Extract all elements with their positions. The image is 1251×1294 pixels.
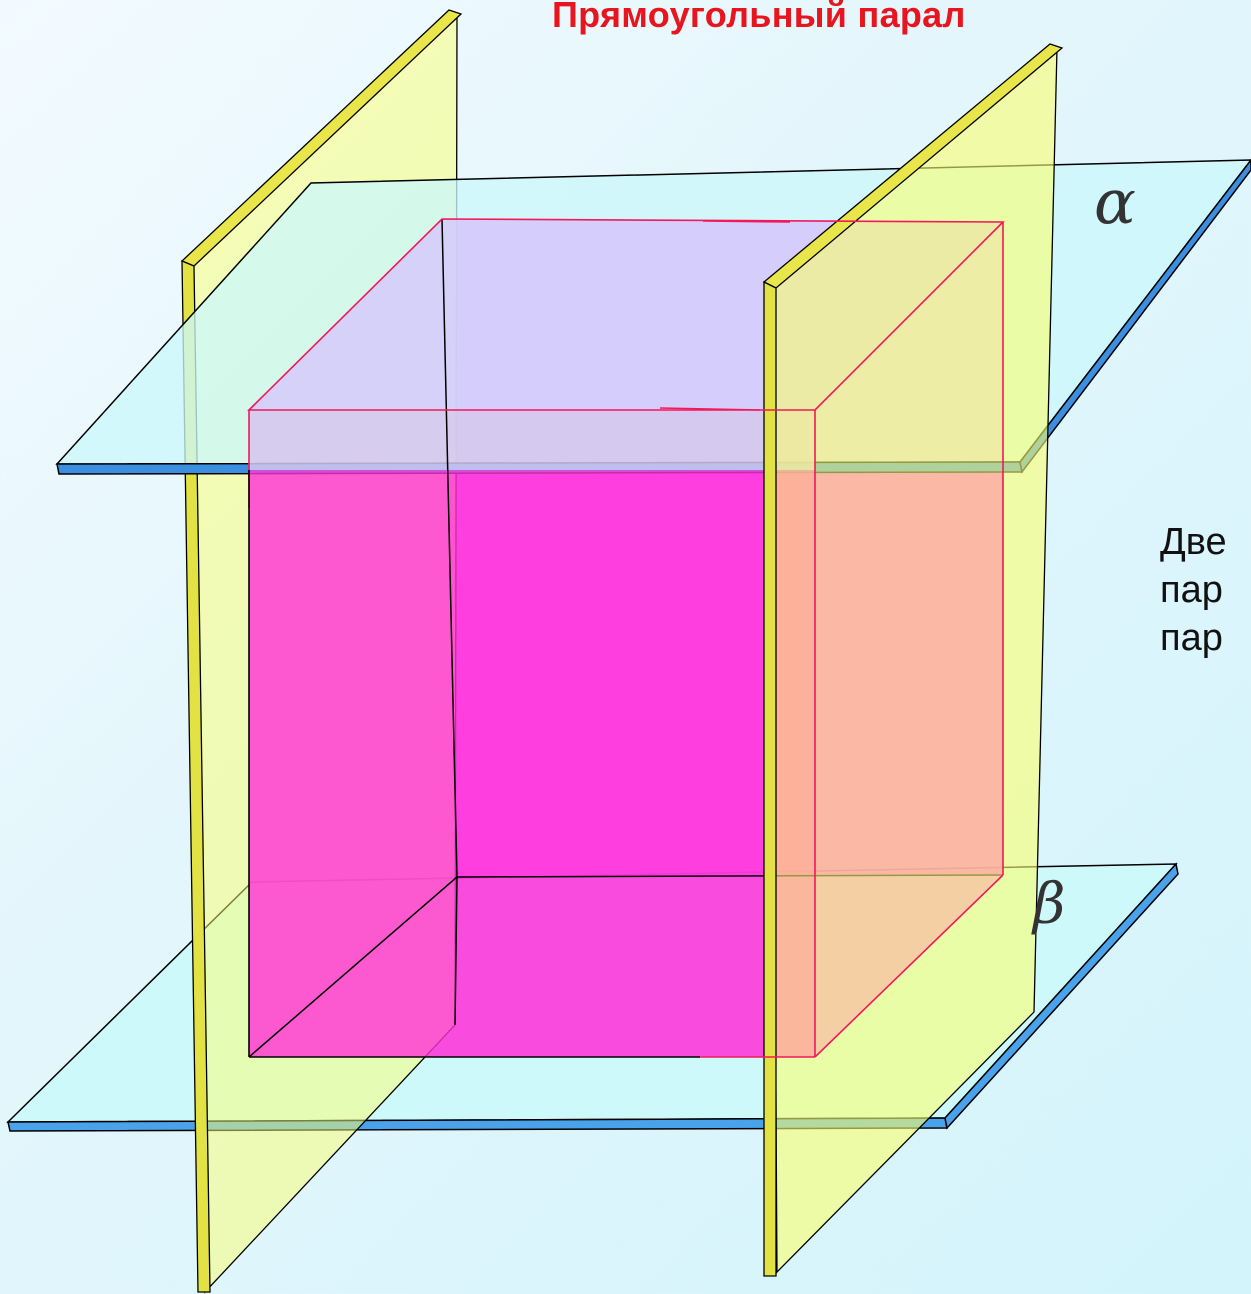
beta-label: β [1033, 872, 1066, 937]
alpha-label: α [1094, 165, 1136, 238]
description-line: пар [1160, 617, 1223, 659]
description-line: пар [1160, 569, 1223, 611]
plane-right-vertical [762, 43, 1064, 1277]
page-title: Прямоугольный парал [552, 0, 966, 35]
description-line: Две [1160, 521, 1227, 563]
box-edges [247, 218, 1005, 1058]
description-text: Две пар пар [1160, 518, 1251, 662]
box-front-black-edges [248, 470, 700, 1058]
